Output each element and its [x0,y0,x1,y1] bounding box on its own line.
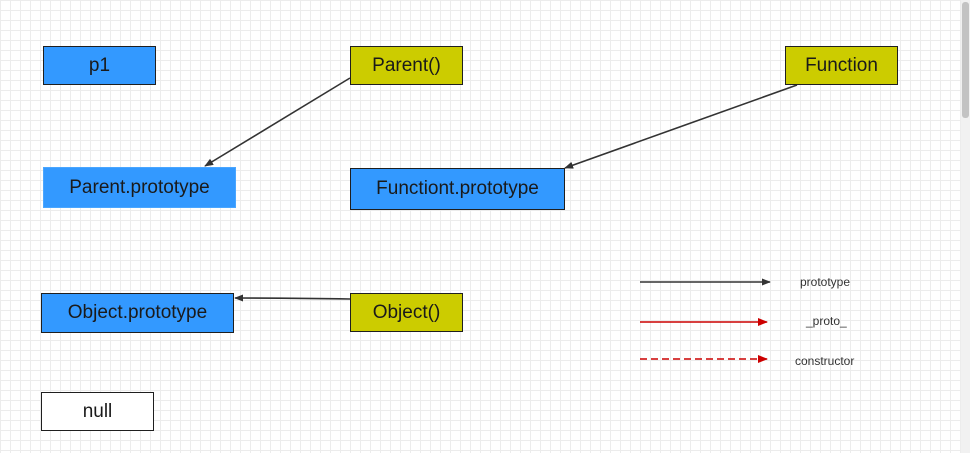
legend-constructor-label: constructor [795,354,855,368]
legend-proto-label: _proto_ [806,314,847,328]
edge-function-to-function-prototype [564,84,798,169]
vertical-scrollbar[interactable] [961,0,970,453]
node-parent-constructor[interactable]: Parent() [350,46,463,85]
scrollbar-thumb[interactable] [962,2,969,118]
node-object-prototype[interactable]: Object.prototype [41,293,234,333]
node-function-constructor[interactable]: Function [785,46,898,85]
node-parent-prototype[interactable]: Parent.prototype [43,167,236,208]
node-object-constructor[interactable]: Object() [350,293,463,332]
legend-prototype-label: prototype [800,275,851,289]
node-null[interactable]: null [41,392,154,431]
node-p1[interactable]: p1 [43,46,156,85]
node-function-prototype[interactable]: Functiont.prototype [350,168,565,210]
edge-parent-to-parent-prototype [204,77,351,167]
edge-object-to-object-prototype [234,294,351,302]
